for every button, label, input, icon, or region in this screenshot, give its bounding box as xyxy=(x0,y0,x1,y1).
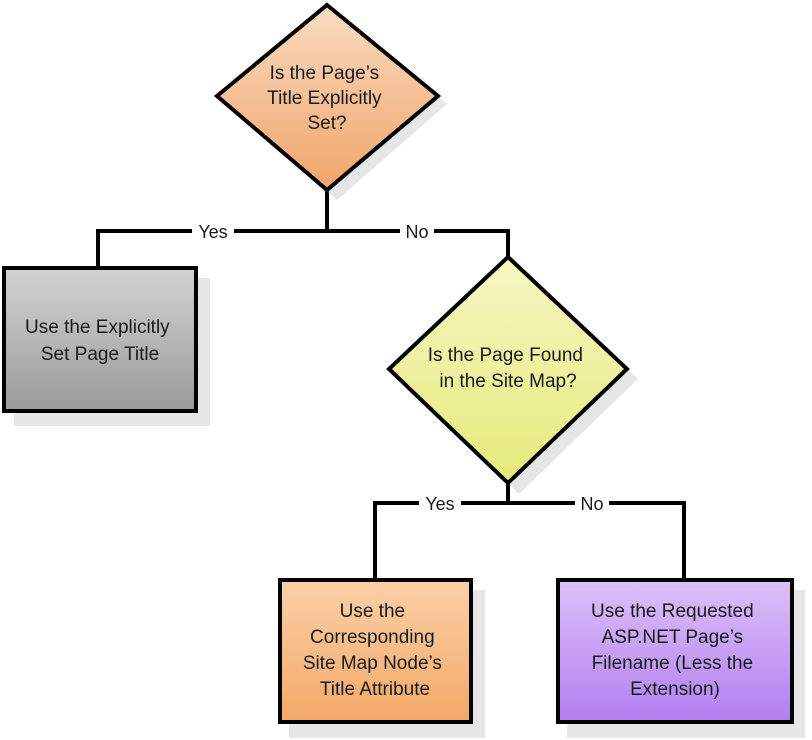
process-box xyxy=(556,578,794,724)
node-label: Use the Explicitly Set Page Title xyxy=(25,317,175,365)
edge-label-title-no: No xyxy=(400,220,434,242)
edge-label-text: Yes xyxy=(425,494,454,514)
edge-label-text: No xyxy=(580,494,603,514)
node-label: Use the Corresponding Site Map Node’s Ti… xyxy=(303,601,447,700)
connector-title-decision xyxy=(96,188,510,270)
box-use-sitemap-title: Use the Corresponding Site Map Node’s Ti… xyxy=(278,578,485,738)
decision-title-explicit: Is the Page’s Title Explicitly Set? xyxy=(213,2,447,200)
node-label: Use the Requested ASP.NET Page’s Filenam… xyxy=(591,601,759,700)
edge-label-sitemap-no: No xyxy=(575,492,609,514)
box-use-filename: Use the Requested ASP.NET Page’s Filenam… xyxy=(556,578,805,738)
decision-diamond xyxy=(386,254,630,486)
process-box xyxy=(2,266,198,413)
edge-label-title-yes: Yes xyxy=(192,220,234,242)
process-box xyxy=(278,578,473,724)
decision-diamond xyxy=(213,2,442,193)
edge-label-text: Yes xyxy=(198,222,227,242)
edge-label-sitemap-yes: Yes xyxy=(419,492,461,514)
box-use-explicit-title: Use the Explicitly Set Page Title xyxy=(2,266,210,426)
node-label: Is the Page’s Title Explicitly Set? xyxy=(267,63,387,134)
node-label: Is the Page Found in the Site Map? xyxy=(428,345,589,392)
decision-sitemap: Is the Page Found in the Site Map? xyxy=(386,254,638,494)
edge-label-text: No xyxy=(405,222,428,242)
